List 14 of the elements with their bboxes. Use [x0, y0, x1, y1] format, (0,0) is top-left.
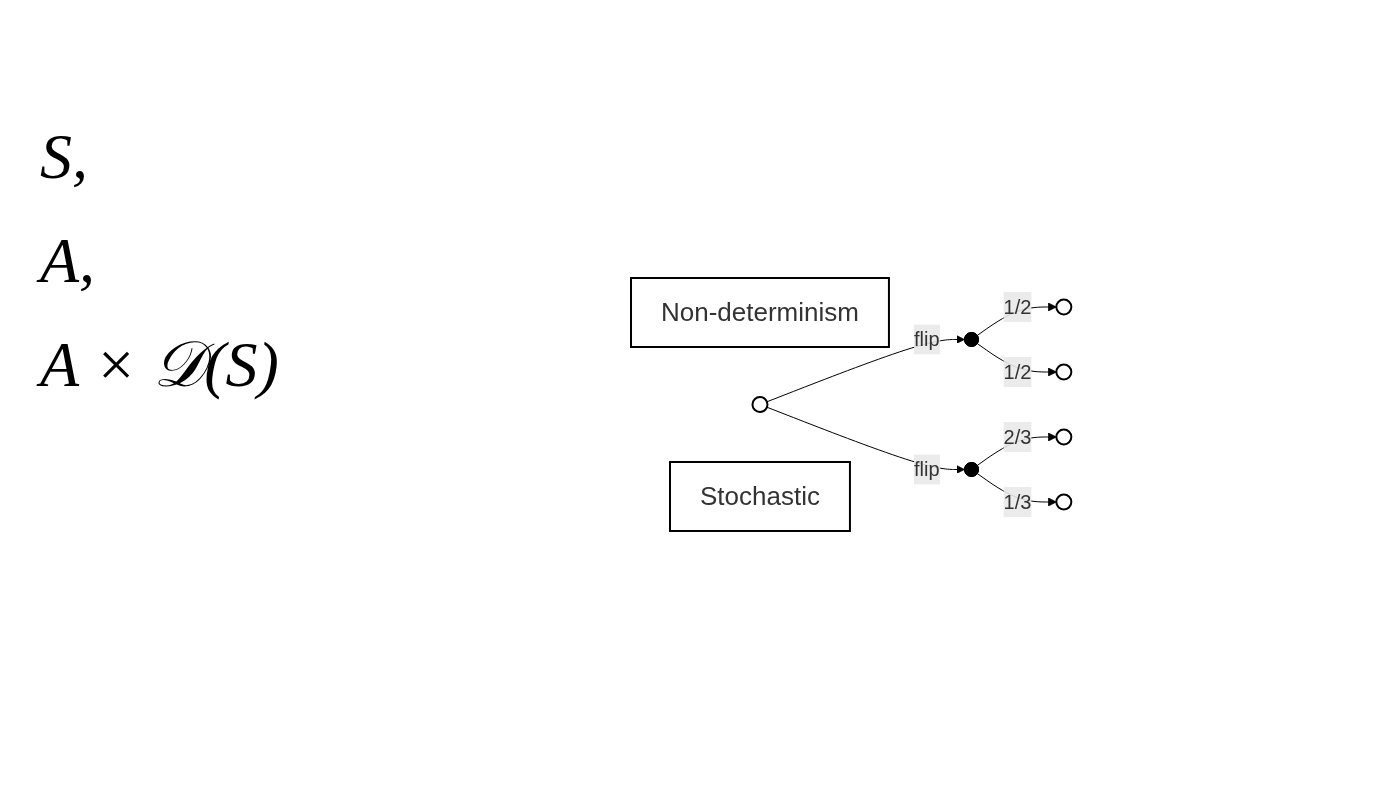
edge-label: flip — [914, 458, 940, 481]
math-expression: S, — [40, 120, 88, 194]
node-circle — [1055, 298, 1073, 316]
node-circle — [1055, 363, 1073, 381]
edge-label: 1/3 — [1003, 490, 1032, 513]
node-box: Non-determinism — [630, 277, 891, 348]
node-circle — [1055, 493, 1073, 511]
edge-label: 1/2 — [1003, 296, 1032, 318]
edge-label: flip — [914, 328, 940, 351]
edge-label: 1/2 — [1003, 360, 1032, 383]
node-circle — [1055, 428, 1073, 446]
node-box: Stochastic — [669, 461, 852, 532]
edge-label: 2/3 — [1003, 425, 1032, 448]
node-circle — [751, 396, 769, 413]
